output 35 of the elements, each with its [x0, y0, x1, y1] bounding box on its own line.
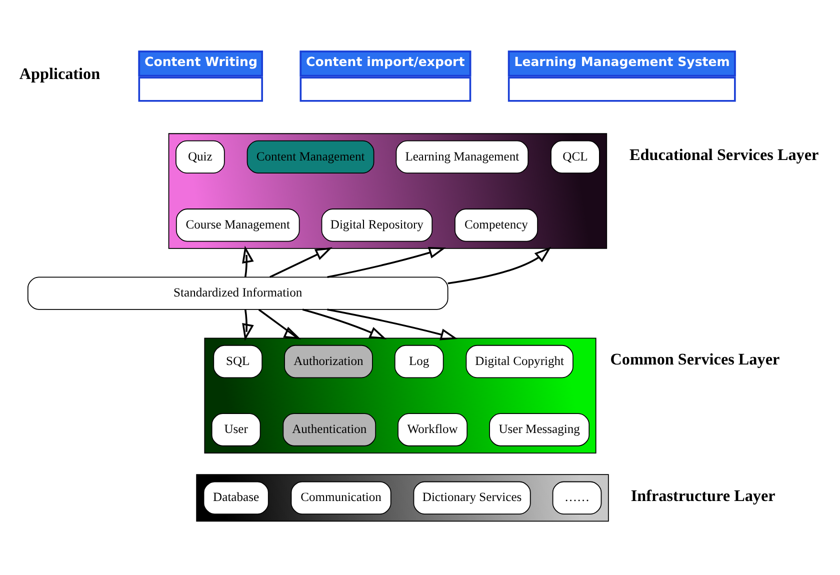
arrow — [327, 308, 458, 340]
node-box: Digital Copyright — [466, 344, 574, 378]
node-box: Quiz — [176, 140, 225, 174]
node-box: Content Management — [246, 140, 374, 174]
node-box: Authorization — [284, 344, 373, 378]
node-box: Workflow — [398, 413, 468, 446]
node-box: Authentication — [282, 413, 376, 446]
arrow — [302, 308, 387, 340]
arrow — [327, 246, 446, 278]
node-box: Learning Management — [396, 140, 529, 174]
label: Infrastructure Layer — [630, 488, 776, 505]
node-box: Standardized Information — [27, 276, 448, 310]
node-box: Digital Repository — [321, 208, 433, 242]
arrow — [242, 310, 254, 341]
node-box: User — [211, 413, 261, 446]
node-box: …… — [552, 481, 602, 514]
arrow — [242, 246, 254, 278]
node-box: SQL — [213, 344, 263, 378]
label: Educational Services Layer — [630, 147, 819, 164]
node-box: Competency — [454, 208, 538, 242]
node-box: QCL — [550, 140, 600, 174]
arrow — [258, 308, 302, 340]
node-box: Communication — [290, 481, 392, 514]
arrow — [270, 247, 332, 278]
label: Application — [19, 66, 100, 83]
node-box: Database — [203, 481, 269, 514]
label: Common Services Layer — [610, 352, 780, 369]
cluster — [168, 133, 608, 249]
node-box: Log — [394, 344, 444, 378]
cluster — [204, 338, 596, 454]
node-box: Course Management — [176, 208, 300, 242]
arrow — [448, 246, 552, 284]
node-box: User Messaging — [489, 413, 590, 446]
cluster — [196, 474, 609, 522]
node-box: Dictionary Services — [413, 481, 531, 514]
